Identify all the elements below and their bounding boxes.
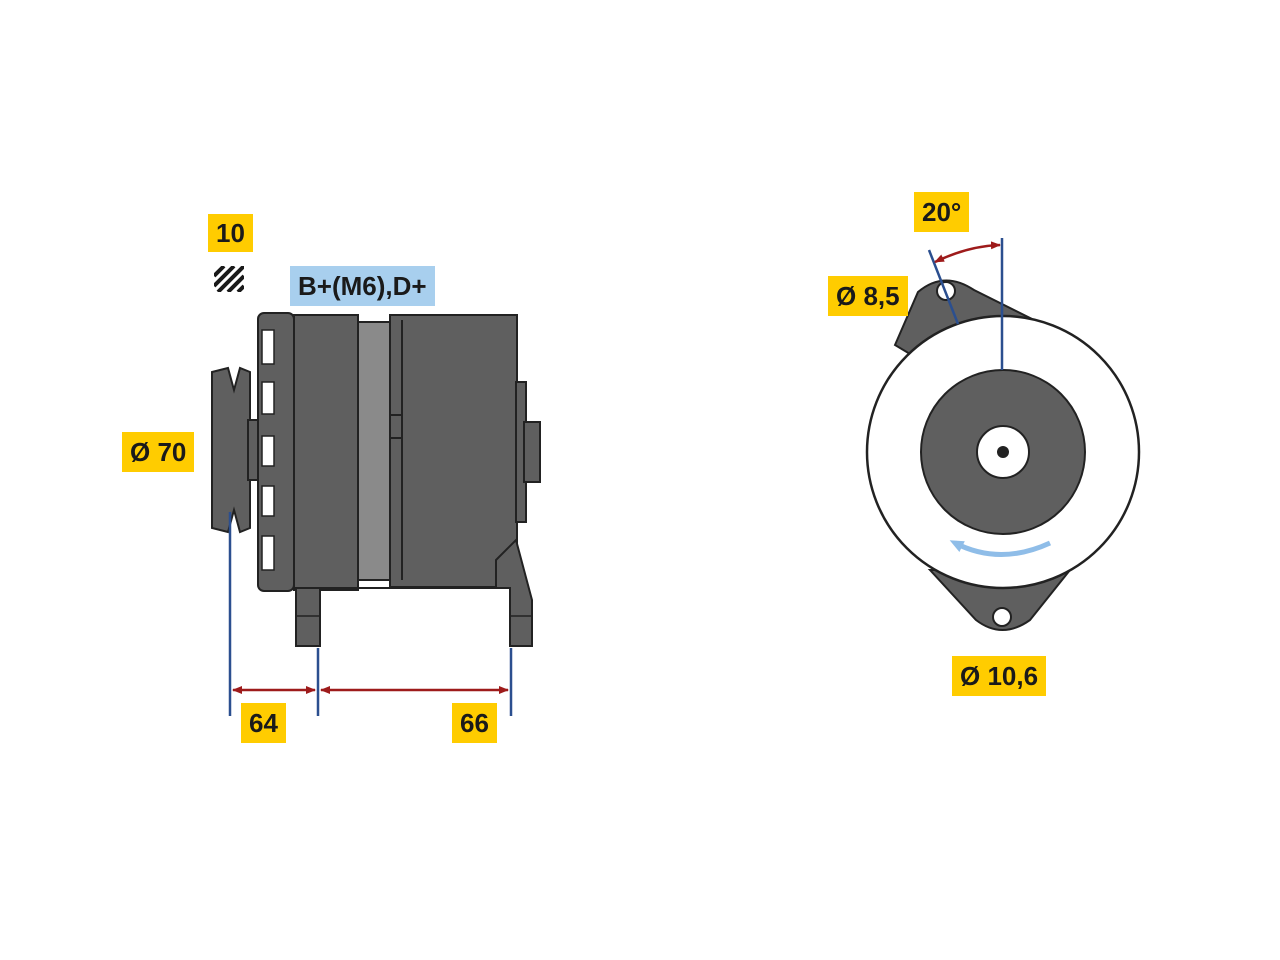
bottom-hole-diameter-label: Ø 10,6 <box>952 656 1047 696</box>
count-label: 10 <box>208 214 253 252</box>
rotation-arrow-icon <box>949 540 1052 557</box>
angle-arc-20 <box>934 241 1001 264</box>
terminals-label: B+(M6),D+ <box>290 266 435 306</box>
hatched-square-icon <box>214 266 244 292</box>
rear-housing <box>389 314 518 588</box>
rear-mount-foot <box>495 538 533 647</box>
pulley <box>211 366 251 534</box>
side-view <box>211 312 541 716</box>
dimension-label-64: 64 <box>241 703 286 743</box>
front-mount-foot <box>295 587 321 647</box>
cooling-fins <box>261 329 275 571</box>
dimension-label-66: 66 <box>452 703 497 743</box>
shaft-center <box>997 446 1009 458</box>
angle-line-inclined <box>927 249 960 325</box>
front-housing <box>293 314 359 591</box>
front-view <box>865 238 1141 631</box>
angle-label: 20° <box>914 192 970 232</box>
bottom-mount-hole <box>992 607 1012 627</box>
top-hole-diameter-label: Ø 8,5 <box>828 276 908 316</box>
stator <box>357 321 391 581</box>
rear-connector <box>523 421 541 483</box>
pulley-diameter-label: Ø 70 <box>122 432 195 472</box>
